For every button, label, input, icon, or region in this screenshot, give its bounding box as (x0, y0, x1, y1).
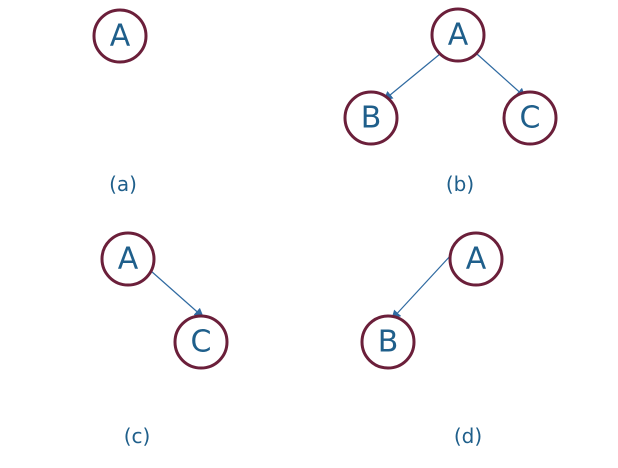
node-d-A: A (448, 231, 504, 287)
node-circle (360, 314, 416, 370)
node-a-A: A (92, 8, 148, 64)
edge-d-A-to-d-B (391, 253, 453, 320)
node-circle (502, 90, 558, 146)
node-label: C (191, 325, 212, 360)
node-label: A (110, 19, 131, 54)
node-label: A (448, 18, 469, 53)
panel-a: A (a) (92, 8, 148, 196)
edge-b-A-to-b-C (476, 53, 526, 98)
node-label: A (466, 242, 487, 277)
node-b-C: C (502, 90, 558, 146)
node-circle (448, 231, 504, 287)
node-b-B: B (343, 90, 399, 146)
panel-caption: (b) (446, 172, 474, 196)
node-circle (100, 231, 156, 287)
node-c-A: A (100, 231, 156, 287)
node-b-A: A (430, 7, 486, 63)
node-circle (173, 314, 229, 370)
node-c-C: C (173, 314, 229, 370)
panel-caption: (c) (124, 424, 151, 448)
panel-b: A B C (b) (343, 7, 558, 196)
node-d-B: B (360, 314, 416, 370)
node-label: B (378, 325, 399, 360)
node-label: A (118, 242, 139, 277)
panel-d: A B (d) (360, 231, 504, 448)
edge-c-A-to-c-C (150, 270, 204, 318)
panel-caption: (d) (454, 424, 482, 448)
node-circle (343, 90, 399, 146)
panel-caption: (a) (109, 172, 137, 196)
node-label: B (361, 101, 382, 136)
node-label: C (520, 101, 541, 136)
node-circle (430, 7, 486, 63)
panel-c: A C (c) (100, 231, 229, 448)
node-circle (92, 8, 148, 64)
edge-b-A-to-b-B (383, 53, 441, 101)
